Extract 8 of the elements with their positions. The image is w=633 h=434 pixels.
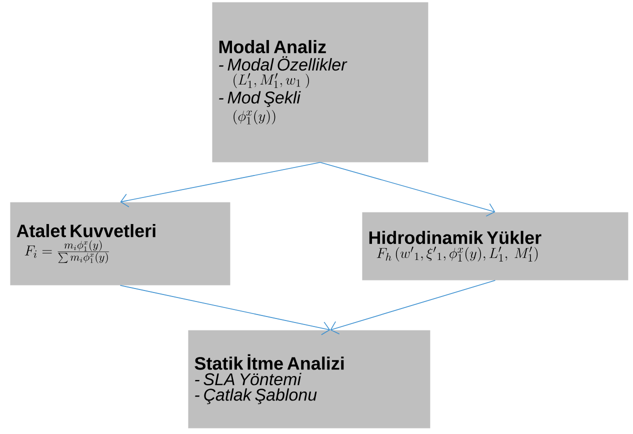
arrow	[330, 280, 496, 334]
arrow	[120, 162, 321, 208]
process-box: Atalet Kuvvetleri $F_i = \frac{m_i\phi_1^x(y)}{\sum m_i\phi_1^x(y)}$	[10, 202, 230, 286]
process-box: Hidrodinamik Yükler $F_h\left(w'{}_1,\xi'{}_1,\phi_1^x(y),L'_1,\ M'_1\right)$	[362, 212, 628, 280]
arrow	[120, 285, 330, 336]
process-box: Statik İtme Analizi - SLA Yöntemi - Çatlak Şablonu	[188, 330, 430, 428]
arrow	[320, 162, 496, 217]
process-box: Modal Analiz - Modal Özellikler $(L'_1, M'_1, w_1\ )$ - Mod Şekli $(\phi_1^x(y))$	[212, 2, 428, 162]
